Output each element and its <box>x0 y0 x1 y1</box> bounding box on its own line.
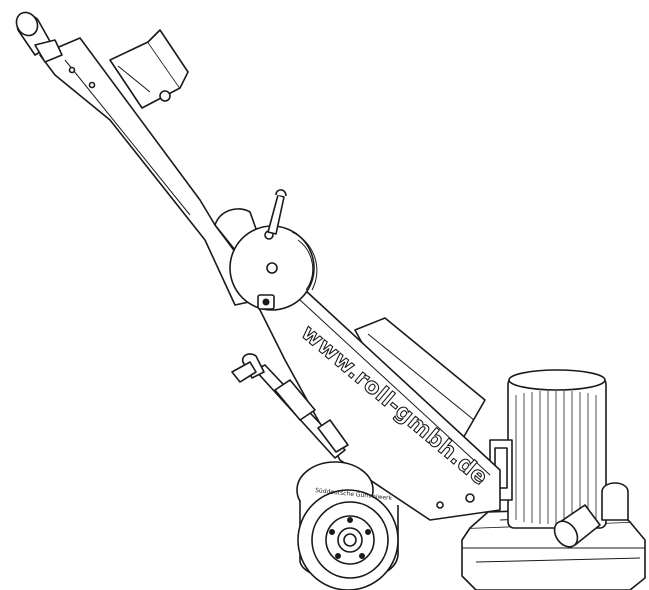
wheel: Süddeutsche Gummiwerk <box>296 461 399 590</box>
frame-bolts <box>68 66 475 509</box>
frame-plate <box>254 289 501 521</box>
adjustment-spindle <box>231 353 349 459</box>
handle-grip <box>15 11 63 63</box>
motor <box>489 369 607 529</box>
switch-box <box>109 29 189 109</box>
dust-port-elbow <box>553 482 629 548</box>
clamp-knob <box>257 294 275 310</box>
lock-lever-icon <box>267 189 287 235</box>
